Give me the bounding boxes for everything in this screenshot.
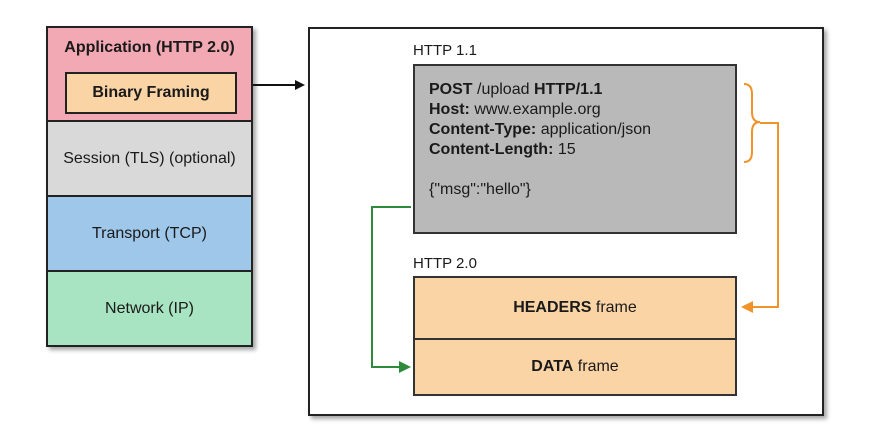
http2-frames: HEADERS frame DATA frame <box>413 276 737 396</box>
header-name: Host: <box>429 101 470 118</box>
layer-application-label: Application (HTTP 2.0) <box>64 39 235 56</box>
layer-transport-label: Transport (TCP) <box>92 224 207 242</box>
header-value: application/json <box>536 121 651 138</box>
request-body: {"msg":"hello"} <box>429 181 531 198</box>
headers-frame: HEADERS frame <box>415 278 735 340</box>
headers-frame-type: HEADERS <box>513 299 592 316</box>
binary-framing-box: Binary Framing <box>65 72 237 114</box>
layer-application: Application (HTTP 2.0) Binary Framing <box>48 28 251 122</box>
layer-session-label: Session (TLS) (optional) <box>63 149 236 167</box>
header-name: Content-Length: <box>429 141 554 158</box>
headers-arrow <box>741 122 779 313</box>
http2-label: HTTP 2.0 <box>413 255 477 272</box>
layer-network-label: Network (IP) <box>105 299 194 317</box>
header-value: 15 <box>553 141 576 158</box>
headers-frame-suffix: frame <box>591 299 637 316</box>
header-host: Host: www.example.org <box>429 100 735 120</box>
layer-transport: Transport (TCP) <box>48 197 251 272</box>
layer-network: Network (IP) <box>48 272 251 345</box>
header-value: www.example.org <box>469 101 601 118</box>
data-frame-suffix: frame <box>573 358 619 375</box>
http11-request-box: POST /upload HTTP/1.1 Host: www.example.… <box>413 64 737 234</box>
request-version: HTTP/1.1 <box>533 81 603 98</box>
header-content-type: Content-Type: application/json <box>429 120 735 140</box>
header-name: Content-Type: <box>429 121 537 138</box>
header-content-length: Content-Length: 15 <box>429 140 735 160</box>
protocol-stack: Application (HTTP 2.0) Binary Framing Se… <box>46 26 253 347</box>
data-frame: DATA frame <box>415 338 735 396</box>
data-arrow <box>371 206 411 373</box>
binary-framing-label: Binary Framing <box>92 84 210 101</box>
http11-label: HTTP 1.1 <box>413 42 477 59</box>
headers-brace <box>743 83 761 163</box>
layer-session: Session (TLS) (optional) <box>48 122 251 197</box>
request-path: /upload <box>472 81 534 98</box>
request-line: POST /upload HTTP/1.1 <box>429 80 735 100</box>
request-method: POST <box>429 81 473 98</box>
data-frame-type: DATA <box>531 358 574 375</box>
